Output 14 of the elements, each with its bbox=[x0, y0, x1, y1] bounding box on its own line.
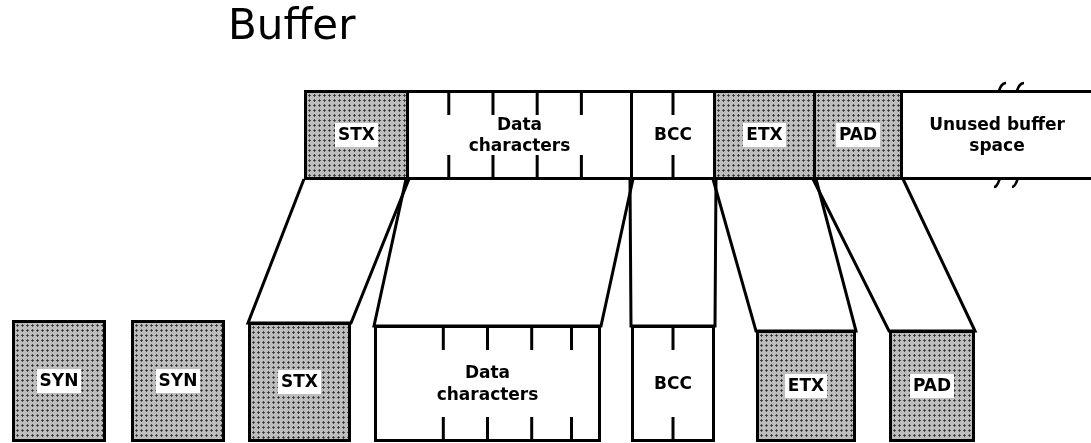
shaded-field: ETX bbox=[756, 330, 856, 442]
buffer-field: Data characters bbox=[406, 90, 633, 180]
shaded-field: SYN bbox=[131, 320, 225, 442]
buffer-title: Buffer bbox=[228, 0, 356, 49]
buffer-field: Data characters bbox=[374, 325, 601, 442]
shaded-field: STX bbox=[304, 90, 409, 180]
buffer-field: BCC bbox=[630, 90, 716, 180]
shaded-field: PAD bbox=[889, 330, 975, 442]
open-ended-field: Unused buffer space bbox=[903, 90, 1091, 180]
shaded-field: STX bbox=[248, 322, 351, 442]
shaded-field: PAD bbox=[813, 90, 903, 180]
shaded-field: SYN bbox=[12, 320, 106, 442]
buffer-field: BCC bbox=[631, 325, 715, 442]
shaded-field: ETX bbox=[713, 90, 816, 180]
